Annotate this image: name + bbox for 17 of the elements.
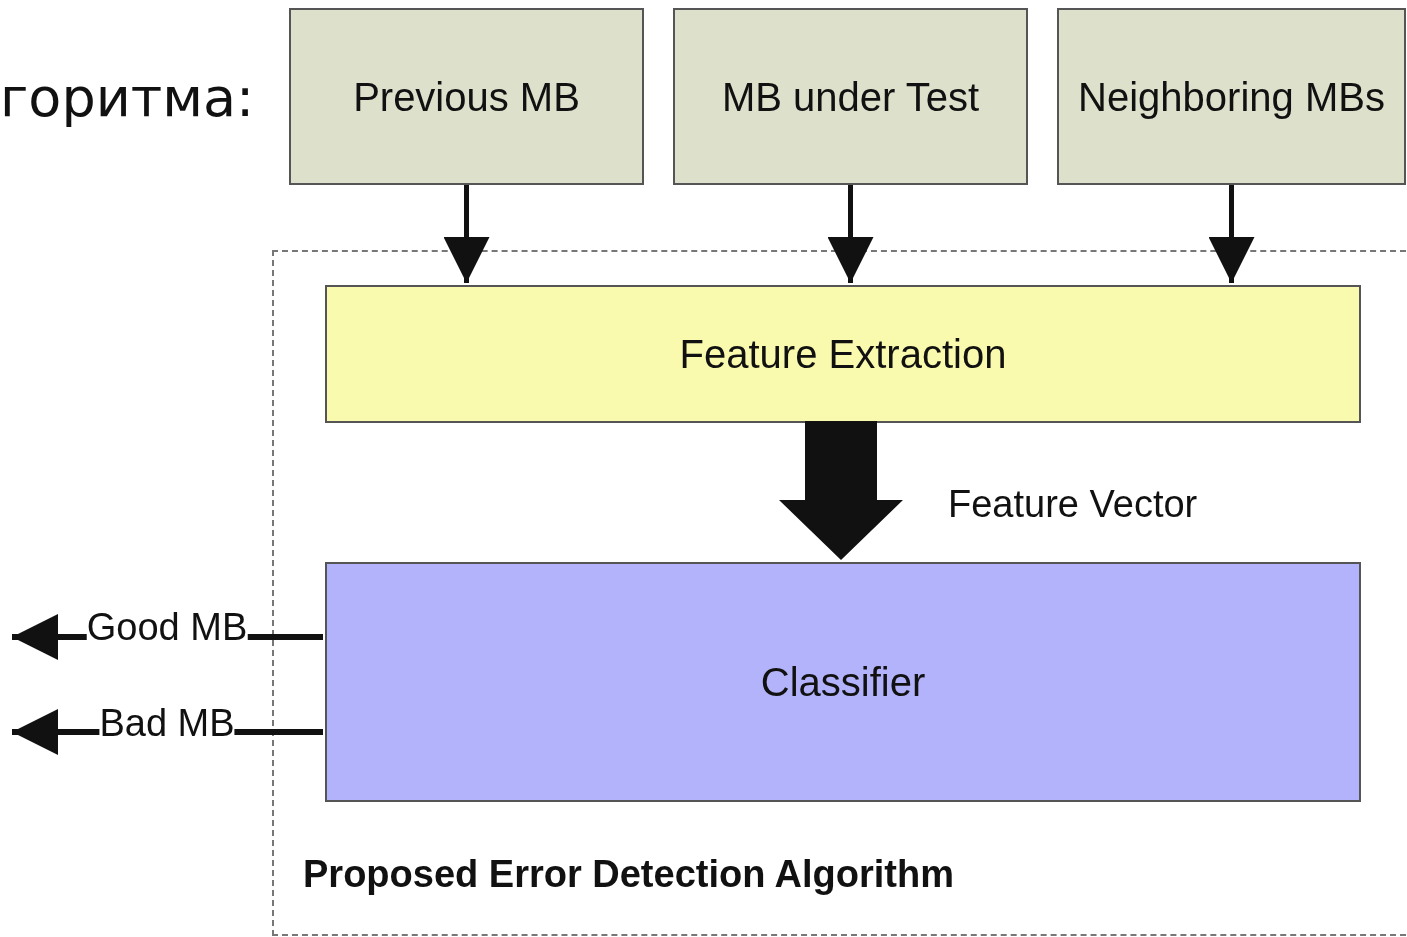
arrow (827, 185, 874, 283)
box-label: Feature Extraction (679, 331, 1007, 378)
arrow (1208, 185, 1255, 283)
arrow (443, 185, 490, 283)
process-box (325, 562, 1361, 802)
dashed-group-frame (272, 250, 1406, 936)
box-label: Neighboring MBs (1078, 73, 1385, 121)
block-arrow (779, 421, 903, 560)
heading-fragment: горитма: (0, 66, 255, 129)
box-label: Previous MB (353, 73, 580, 121)
box-label: MB under Test (721, 73, 980, 121)
input-box (1057, 8, 1406, 185)
input-box (289, 8, 644, 185)
group-title: Proposed Error Detection Algorithm (303, 852, 954, 897)
box-label: Classifier (760, 659, 926, 706)
process-box (325, 285, 1361, 423)
input-box (673, 8, 1028, 185)
